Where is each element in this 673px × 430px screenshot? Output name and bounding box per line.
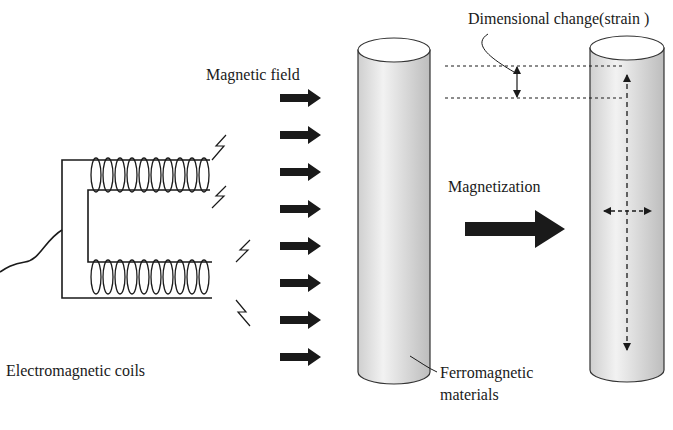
part-label: Electromagnetic coils [6,360,145,382]
ferromagnetic-rod [358,38,430,384]
coil-winding [175,158,185,192]
coil-winding [103,158,113,192]
field-arrow [280,126,321,144]
coil-winding [187,158,197,192]
coil-winding [151,158,161,192]
coil-winding [199,158,209,192]
coil-windings [91,158,209,294]
field-arrow [280,311,321,329]
coil-winding [127,158,137,192]
field-arrow [280,237,321,255]
field-label: Magnetic field [206,64,300,86]
field-arrow [280,274,321,292]
coil-winding [139,260,149,294]
coil-winding [127,260,137,294]
dimension-label: Dimensional change(strain ) [468,8,649,30]
magnetization-arrow [465,210,565,248]
coil-winding [199,260,209,294]
strained-rod [590,36,664,382]
field-arrows [280,89,321,366]
field-arrow [280,348,321,366]
field-emission-mark [212,135,250,326]
coil-winding [187,260,197,294]
process-label: Magnetization [448,176,540,198]
coil-winding [103,260,113,294]
coil-winding [115,260,125,294]
field-arrow [280,89,321,107]
coil-winding [163,158,173,192]
field-arrow [280,200,321,218]
part-label: Ferromagnetic materials [440,362,552,405]
electromagnet-core [0,160,212,298]
strain-dimension [410,34,622,372]
coil-winding [139,158,149,192]
coil-winding [91,158,101,192]
coil-winding [91,260,101,294]
coil-winding [175,260,185,294]
coil-winding [163,260,173,294]
coil-winding [151,260,161,294]
coil-winding [115,158,125,192]
field-arrow [280,163,321,181]
